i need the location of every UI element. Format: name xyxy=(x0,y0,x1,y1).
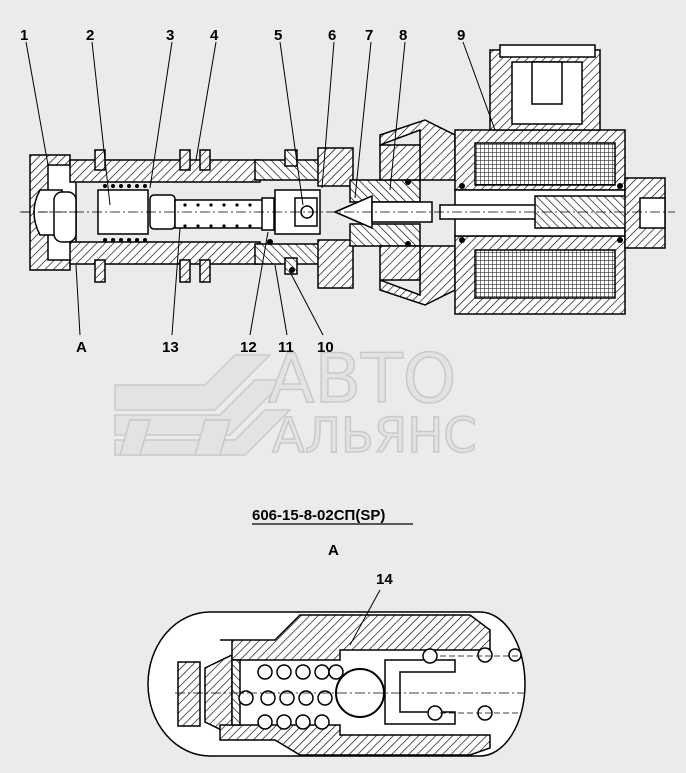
callout-5: 5 xyxy=(274,27,282,44)
callout-2: 2 xyxy=(86,27,94,44)
watermark-line2: АЛЬЯНС xyxy=(272,408,477,464)
detail-label: A xyxy=(328,542,339,559)
callout-1: 1 xyxy=(20,27,28,44)
leader-lines xyxy=(25,41,496,336)
callout-8: 8 xyxy=(399,27,407,44)
callout-10: 10 xyxy=(317,339,334,356)
leader-14 xyxy=(349,589,381,646)
watermark-logo: АВТО АЛЬЯНС xyxy=(114,339,478,465)
callout-7: 7 xyxy=(365,27,373,44)
callout-6: 6 xyxy=(328,27,336,44)
valve-section-view xyxy=(20,44,675,315)
callout-4: 4 xyxy=(210,27,219,44)
callout-11: 11 xyxy=(278,339,294,356)
part-number: 606-15-8-02СП(SP) xyxy=(252,507,385,524)
callout-a: A xyxy=(76,339,87,356)
callout-labels: 1 2 3 4 5 6 7 8 9 A 13 12 11 10 xyxy=(20,27,465,356)
callout-9: 9 xyxy=(457,27,465,44)
watermark-emblem-icon xyxy=(114,354,292,456)
callout-12: 12 xyxy=(240,339,257,356)
callout-3: 3 xyxy=(166,27,174,44)
callout-13: 13 xyxy=(162,339,179,356)
watermark-line1: АВТО xyxy=(268,340,456,419)
detail-view-a xyxy=(147,611,526,757)
callout-14: 14 xyxy=(376,571,393,588)
